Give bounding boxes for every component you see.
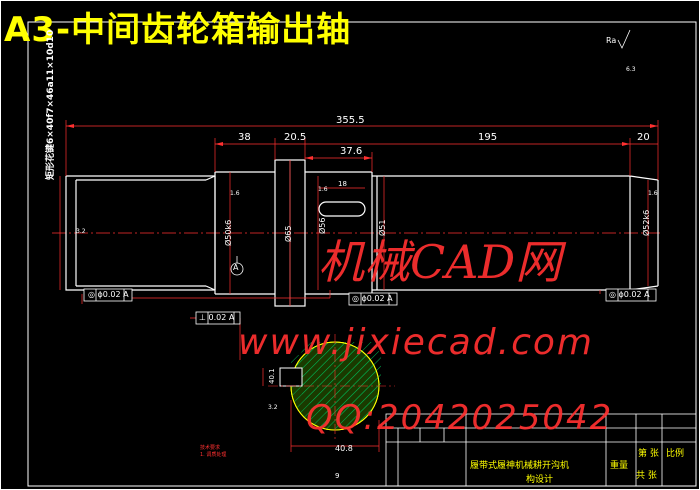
dim-195: 195 bbox=[478, 132, 498, 143]
roughness-symbol: Ra bbox=[606, 36, 617, 45]
dim-phi50: Ø50k6 bbox=[224, 219, 233, 246]
runout-mid: ◎ ϕ0.02 A bbox=[352, 294, 393, 303]
spline-note: 矩形花键6×40f7×46a11×10d10 bbox=[46, 29, 56, 180]
watermark-cad: 机械CAD网 bbox=[318, 235, 562, 289]
dim-20-5: 20.5 bbox=[284, 132, 307, 143]
dim-phi52: Ø52k6 bbox=[642, 209, 651, 236]
title-block-subtitle: 构设计 bbox=[526, 475, 554, 485]
runout-left: ◎ ϕ0.02 A bbox=[88, 290, 129, 299]
dim-18: 18 bbox=[338, 180, 347, 188]
drawing-title: A3-中间齿轮箱输出轴 bbox=[4, 10, 352, 50]
runout-right: ◎ ϕ0.02 A bbox=[609, 290, 650, 299]
roughness-label: 1.6 bbox=[318, 186, 328, 193]
watermark-url: www.jixiecad.com bbox=[238, 322, 594, 363]
title-block-sheet: 第 张 bbox=[638, 449, 659, 459]
dimension-lines bbox=[59, 120, 659, 306]
flatness-tol: ⊥ 0.02 A bbox=[199, 313, 235, 322]
shaft-outline bbox=[65, 159, 659, 307]
tech-note-title: 技术要求 bbox=[200, 445, 221, 451]
cross-section bbox=[262, 334, 395, 452]
dim-20: 20 bbox=[637, 132, 650, 143]
roughness-label: 3.2 bbox=[76, 228, 86, 235]
title-block-design: 履带式履神机械耕开沟机 bbox=[470, 461, 570, 471]
title-block-weight: 重量 bbox=[610, 461, 629, 471]
datum-a-label: A bbox=[233, 263, 239, 272]
dim-9: 9 bbox=[335, 472, 340, 480]
arrowheads bbox=[66, 124, 658, 160]
roughness-value: 6.3 bbox=[626, 66, 636, 73]
roughness-label: 1.6 bbox=[230, 190, 240, 197]
title-block bbox=[385, 413, 697, 487]
dim-40-8: 40.8 bbox=[335, 444, 353, 453]
tolerance-frames bbox=[83, 288, 657, 325]
watermark-qq: QQ:2042025042 bbox=[306, 398, 614, 438]
dim-total-length: 355.5 bbox=[336, 115, 365, 126]
roughness-label: 1.6 bbox=[648, 190, 658, 197]
drawing-border bbox=[27, 21, 697, 487]
title-block-scale: 比例 bbox=[666, 449, 685, 459]
title-block-sheets: 共 张 bbox=[636, 471, 657, 481]
dim-phi65: Ø65 bbox=[284, 225, 293, 242]
section-rough-a: 3.2 bbox=[268, 404, 278, 411]
dim-38: 38 bbox=[238, 132, 251, 143]
tech-note-line: 1. 调质处理 bbox=[200, 452, 227, 458]
dim-37-6: 37.6 bbox=[340, 146, 363, 157]
section-depth: 40.1 bbox=[268, 368, 276, 384]
roughness-block bbox=[617, 29, 631, 49]
